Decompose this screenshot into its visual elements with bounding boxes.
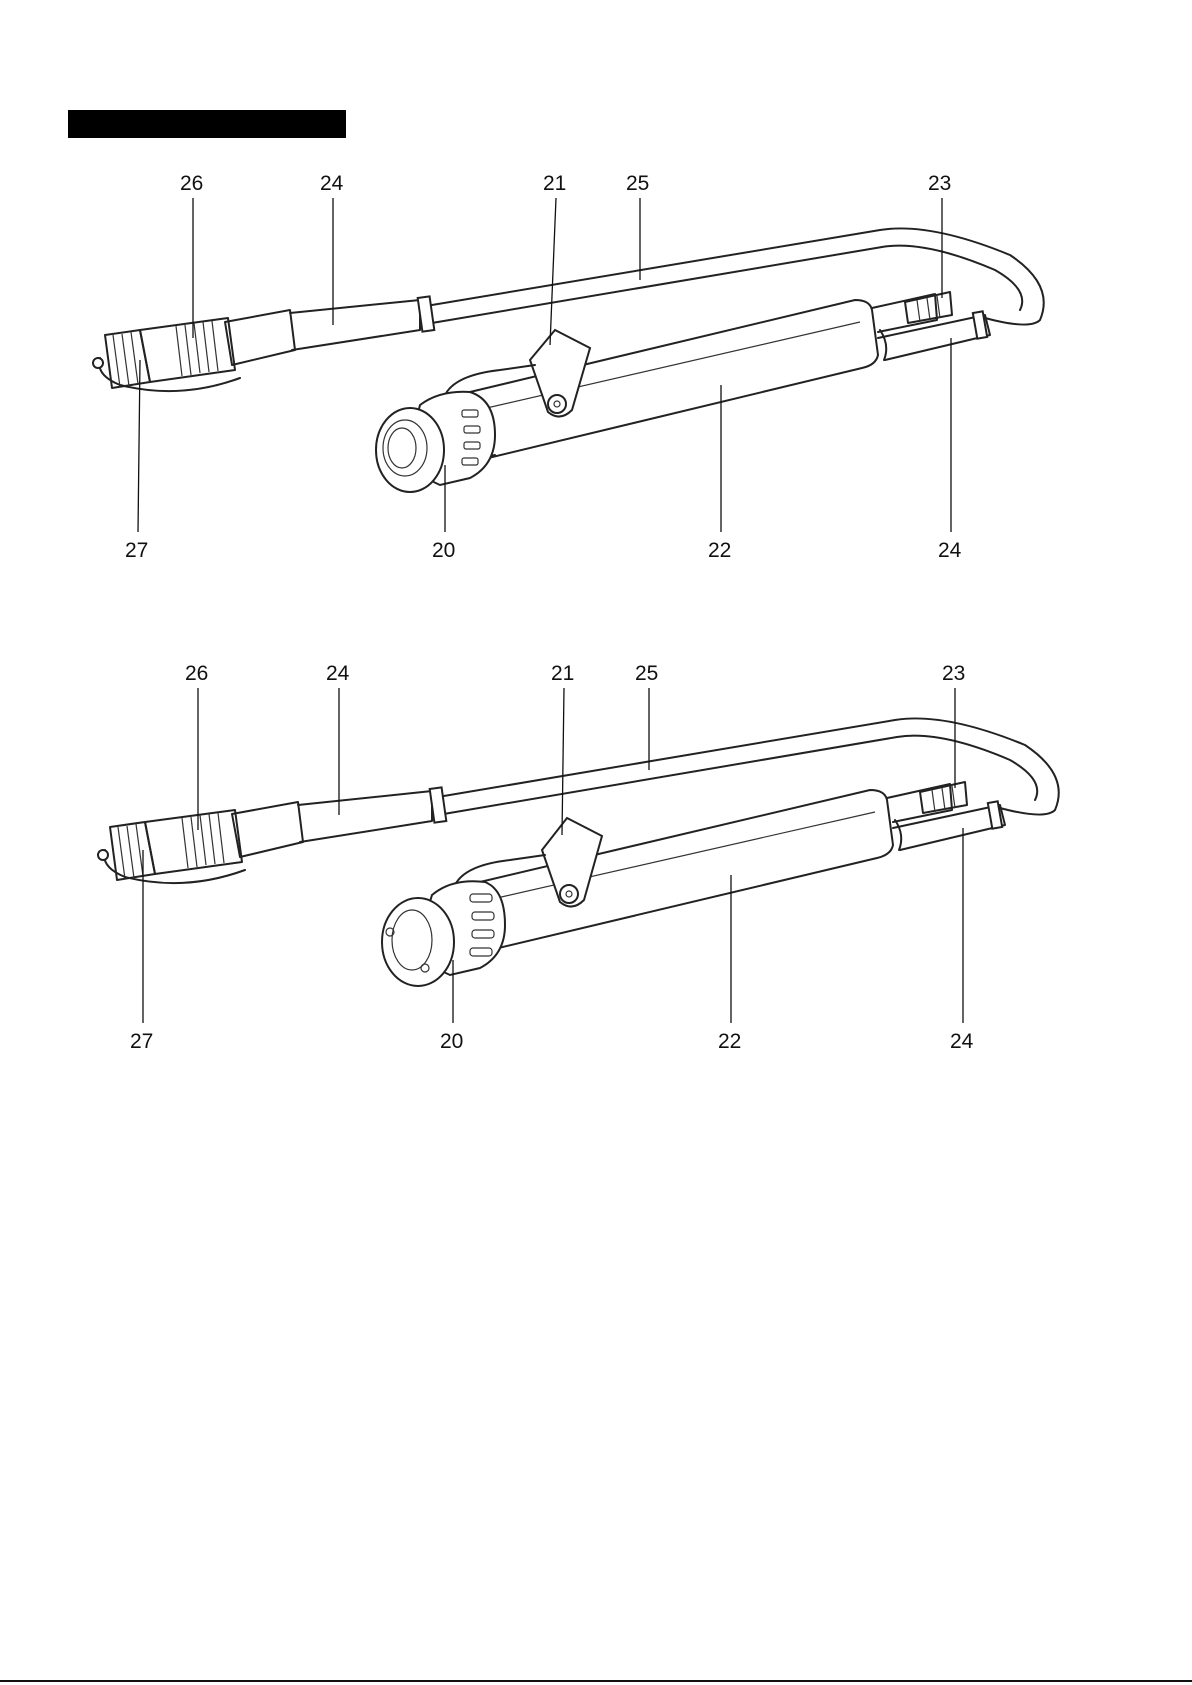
section-title-redaction-bar (68, 110, 346, 138)
callout-24-bottom: 24 (950, 1030, 974, 1053)
callout-23: 23 (942, 662, 965, 685)
lever-pivot (560, 885, 578, 903)
hose-barb (920, 782, 967, 813)
front-head (376, 392, 495, 492)
callout-20: 20 (432, 539, 455, 562)
callout-24-bottom: 24 (938, 539, 962, 562)
left-cable (298, 791, 432, 842)
lanyard-ring (93, 358, 103, 368)
callout-24-top: 24 (320, 172, 344, 195)
callout-25: 25 (626, 172, 649, 195)
lever-pivot (548, 395, 566, 413)
hose-barb (905, 292, 952, 323)
callout-23: 23 (928, 172, 951, 195)
left-cable (290, 300, 420, 350)
page-bottom-rule (0, 1680, 1192, 1682)
rear-port-lower (893, 805, 1005, 850)
device-drawing-bottom: 26 24 21 25 23 27 20 22 24 (0, 650, 1192, 1070)
lanyard-ring (98, 850, 108, 860)
device-drawing-top: 26 24 21 25 23 27 20 22 24 (0, 160, 1192, 580)
handle-body (470, 300, 878, 460)
callout-21: 21 (551, 662, 574, 685)
callout-27: 27 (130, 1030, 153, 1053)
connector-grip (145, 810, 242, 874)
connector-sleeve (232, 802, 303, 857)
callout-26: 26 (180, 172, 203, 195)
connector-sleeve (225, 310, 295, 365)
handle-body (480, 790, 893, 950)
front-head (382, 881, 505, 986)
callout-20: 20 (440, 1030, 463, 1053)
connector-grip (140, 318, 235, 382)
callout-25: 25 (635, 662, 658, 685)
callout-21: 21 (543, 172, 566, 195)
callout-22: 22 (708, 539, 731, 562)
callout-24-top: 24 (326, 662, 350, 685)
device-drawing-bottom-svg: 26 24 21 25 23 27 20 22 24 (0, 650, 1192, 1070)
callout-27: 27 (125, 539, 148, 562)
callout-26: 26 (185, 662, 208, 685)
rear-port-lower (878, 315, 990, 360)
callout-22: 22 (718, 1030, 741, 1053)
device-drawing-top-svg: 26 24 21 25 23 27 20 22 24 (0, 160, 1192, 580)
